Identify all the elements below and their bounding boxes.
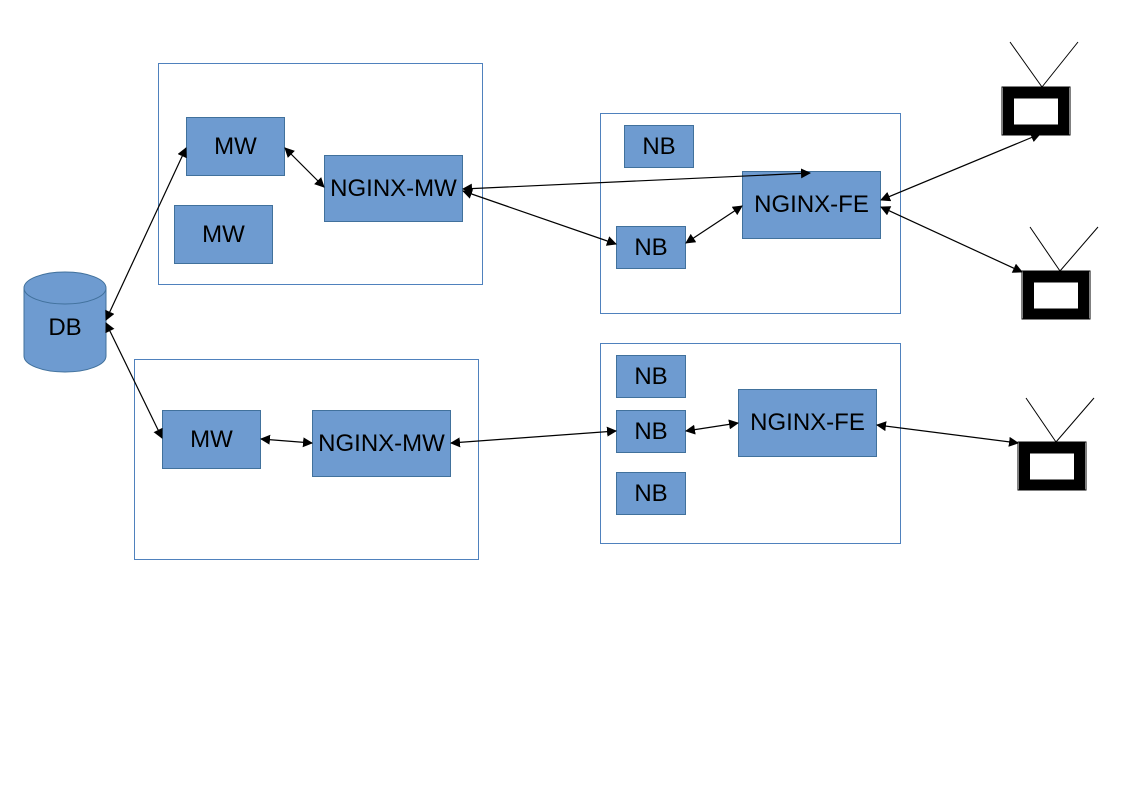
- nginx-fe-node-bottom: NGINX-FE: [738, 389, 877, 457]
- nginx-mw-node-top: NGINX-MW: [324, 155, 463, 222]
- db-label: DB: [48, 314, 82, 341]
- connector-db-mw-bottom: [105, 322, 163, 439]
- nginx-mw-node-bottom: NGINX-MW: [312, 410, 451, 477]
- connector-nginx-fe-tv-1: [880, 132, 1041, 202]
- tv-icon-1: [1001, 41, 1079, 136]
- connector-nginx-mw-nb-top: [462, 189, 617, 246]
- nb-node-top-2: NB: [616, 226, 686, 269]
- connector-db-mw-top: [105, 147, 187, 321]
- nb-node-top-1: NB: [624, 125, 694, 168]
- tv-icon-3: [1017, 397, 1095, 491]
- connector-nginx-fe-tv-2: [880, 206, 1023, 273]
- mw-node-top-1: MW: [186, 117, 285, 176]
- connector-nb-nginx-fe-bottom: [685, 419, 739, 435]
- mw-node-bottom: MW: [162, 410, 261, 469]
- connector-nginx-fe-tv-3: [876, 421, 1019, 447]
- connector-mw-nginx-mw-bottom: [260, 434, 313, 448]
- connector-mw-nginx-mw-top: [284, 147, 325, 188]
- nb-node-bottom-3: NB: [616, 472, 686, 515]
- connector-nginx-mw-nginx-fe-top: [462, 168, 811, 194]
- connector-nginx-mw-nb-bottom: [450, 426, 617, 448]
- mw-node-top-2: MW: [174, 205, 273, 264]
- nb-node-bottom-1: NB: [616, 355, 686, 398]
- connector-nb-nginx-fe-top: [685, 205, 743, 244]
- nginx-fe-node-top: NGINX-FE: [742, 171, 881, 239]
- nb-node-bottom-2: NB: [616, 410, 686, 453]
- tv-icon-2: [1021, 226, 1099, 320]
